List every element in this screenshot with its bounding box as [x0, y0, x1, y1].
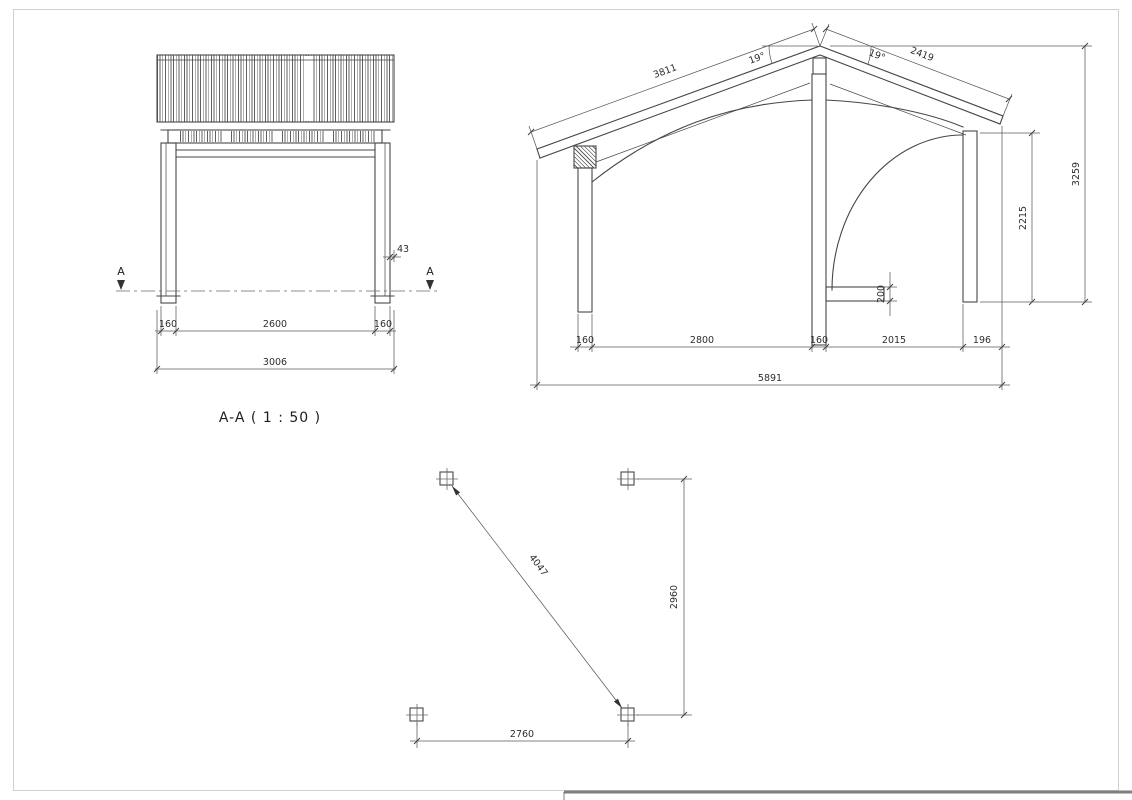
dim-post-height: 2215: [980, 129, 1040, 306]
plan-post-top-left: [436, 468, 458, 490]
sheet-border: [13, 9, 1119, 791]
dim-roof-left-slope: 3811: [527, 22, 821, 150]
section-arrow-right: [426, 280, 434, 290]
dim-curb-height: 200: [876, 272, 897, 316]
front-post-right: [374, 142, 391, 304]
dim-label-post-left: 160: [159, 319, 177, 330]
front-vent-slat: [333, 131, 375, 142]
dim-label-4047: 4047: [526, 553, 549, 579]
front-post-left: [160, 142, 177, 304]
front-view: A A 43 160: [116, 54, 437, 426]
dim-label-2760: 2760: [510, 729, 534, 740]
section-marker-left: A: [117, 265, 125, 278]
dim-label-2800: 2800: [690, 335, 714, 346]
dim-label-3811: 3811: [652, 62, 678, 81]
dim-ridge-height: 3259: [830, 42, 1092, 306]
dim-label-43: 43: [397, 244, 409, 255]
dim-plan-diagonal: 4047: [451, 485, 623, 709]
dim-plan-depth: 2960: [637, 475, 692, 719]
front-vent-slat: [282, 131, 324, 142]
arch-brace: [831, 134, 964, 291]
plan-view: 4047 2960 2760: [406, 468, 692, 748]
dim-label-200: 200: [876, 285, 887, 303]
side-post-left: [577, 167, 593, 313]
front-roof-hatch: [157, 55, 394, 122]
dim-label-post-right: 160: [374, 319, 392, 330]
roof-purlin-left: [595, 82, 811, 163]
dim-front-overhang: 43: [383, 244, 409, 262]
roof-inner-line: [539, 54, 1001, 159]
dim-label-5891: 5891: [758, 373, 782, 384]
ridge-post-cap: [812, 57, 827, 75]
section-arrow-left: [117, 280, 125, 290]
dim-label-3259: 3259: [1071, 162, 1082, 186]
roof-purlin-right: [829, 83, 967, 136]
dim-label-angle-right: 19°: [867, 48, 887, 64]
front-vent-slat: [231, 131, 273, 142]
dim-side-row1: 160 2800 160 2015 196: [570, 126, 1010, 390]
dim-label-angle-left: 19°: [747, 51, 767, 67]
plan-post-top-right: [617, 468, 639, 490]
dim-plan-width: 2760: [410, 723, 635, 748]
front-vent-band: [167, 129, 383, 144]
side-view: 3811 2419 19° 19°: [527, 22, 1092, 390]
dim-front-overall: 3006: [153, 310, 398, 374]
dim-label-2419: 2419: [909, 45, 936, 64]
dim-label-2960: 2960: [669, 585, 680, 609]
dim-label-2215: 2215: [1018, 206, 1029, 230]
curb-rail: [825, 286, 885, 302]
dim-label-side-post-mid: 160: [810, 335, 828, 346]
plan-post-bottom-right: [617, 704, 639, 726]
plan-post-bottom-left: [406, 704, 428, 726]
dim-label-196: 196: [973, 335, 991, 346]
dim-side-overall: 5891: [530, 160, 1010, 390]
dim-label-2015: 2015: [882, 335, 906, 346]
front-roof-seam: [304, 56, 312, 121]
section-title: A-A ( 1 : 50 ): [219, 410, 321, 426]
side-post-right: [962, 130, 978, 303]
dim-label-overall: 3006: [263, 357, 287, 368]
front-roof-outline: [156, 54, 395, 123]
dim-roof-right-slope: 2419: [819, 23, 1013, 117]
arched-beam-right: [825, 99, 964, 128]
dim-label-clear-span: 2600: [263, 319, 287, 330]
front-vent-slat: [180, 131, 222, 142]
dim-front-row1: 160 2600 160: [155, 306, 396, 336]
section-marker-right: A: [426, 265, 434, 278]
side-beam-section-hatch: [574, 146, 596, 168]
beam-end-block: [573, 145, 597, 169]
dim-label-side-post-left: 160: [576, 335, 594, 346]
arched-beam-left: [591, 99, 813, 183]
